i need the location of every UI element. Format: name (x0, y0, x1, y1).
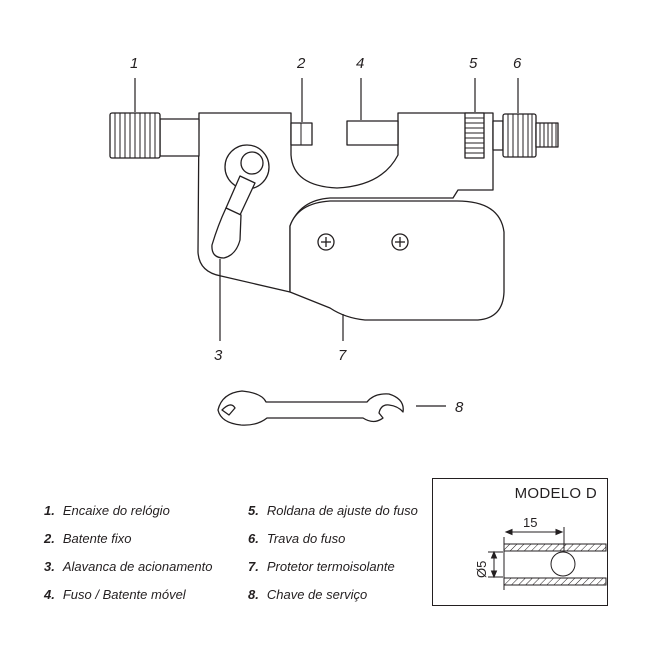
legend-text: Batente fixo (62, 531, 132, 546)
service-key (217, 390, 404, 426)
legend-text: Chave de serviço (266, 587, 368, 602)
legend-text: Fuso / Batente móvel (62, 587, 186, 602)
legend-item-2: 2. Batente fixo (44, 531, 132, 546)
legend-item-5: 5. Roldana de ajuste do fuso (248, 503, 418, 518)
legend-num: 6. (248, 531, 259, 546)
legend-num: 1. (44, 503, 55, 518)
moving-spindle (346, 120, 399, 146)
model-title: MODELO D (514, 485, 597, 502)
spindle-lock (492, 113, 559, 158)
dimension-diameter: Ø5 (474, 561, 489, 578)
heat-shield (289, 200, 505, 321)
main-body-frame (197, 112, 494, 293)
legend-text: Trava do fuso (266, 531, 346, 546)
legend-item-3: 3. Alavanca de acionamento (44, 559, 212, 574)
actuation-lever (211, 144, 270, 259)
dimension-length: 15 (523, 515, 537, 530)
callout-7: 7 (338, 347, 347, 364)
legend-text: Roldana de ajuste do fuso (266, 503, 418, 518)
legend-item-1: 1. Encaixe do relógio (44, 503, 170, 518)
legend-text: Alavanca de acionamento (62, 559, 213, 574)
legend-text: Encaixe do relógio (62, 503, 170, 518)
legend-text: Protetor termoisolante (266, 559, 395, 574)
legend-num: 4. (44, 587, 55, 602)
legend-num: 2. (44, 531, 55, 546)
callout-1: 1 (130, 55, 138, 72)
legend-num: 7. (248, 559, 259, 574)
legend-num: 5. (248, 503, 259, 518)
legend-num: 8. (248, 587, 259, 602)
callout-4: 4 (356, 55, 364, 72)
callout-2: 2 (296, 55, 306, 72)
legend-item-7: 7. Protetor termoisolante (248, 559, 395, 574)
model-d-detail (488, 527, 607, 590)
watch-holder (109, 112, 200, 159)
screw-left (317, 233, 335, 251)
callout-8: 8 (455, 399, 464, 416)
screw-right (391, 233, 409, 251)
legend-item-6: 6. Trava do fuso (248, 531, 345, 546)
callout-3: 3 (214, 347, 223, 364)
callout-6: 6 (513, 55, 522, 72)
legend-item-4: 4. Fuso / Batente móvel (44, 587, 186, 602)
legend-num: 3. (44, 559, 55, 574)
model-d-box: MODELO D (432, 478, 608, 606)
callout-5: 5 (469, 55, 478, 72)
legend-item-8: 8. Chave de serviço (248, 587, 367, 602)
adjustment-wheel (464, 112, 485, 159)
legend: 1. Encaixe do relógio 2. Batente fixo 3. Al… (44, 503, 424, 613)
